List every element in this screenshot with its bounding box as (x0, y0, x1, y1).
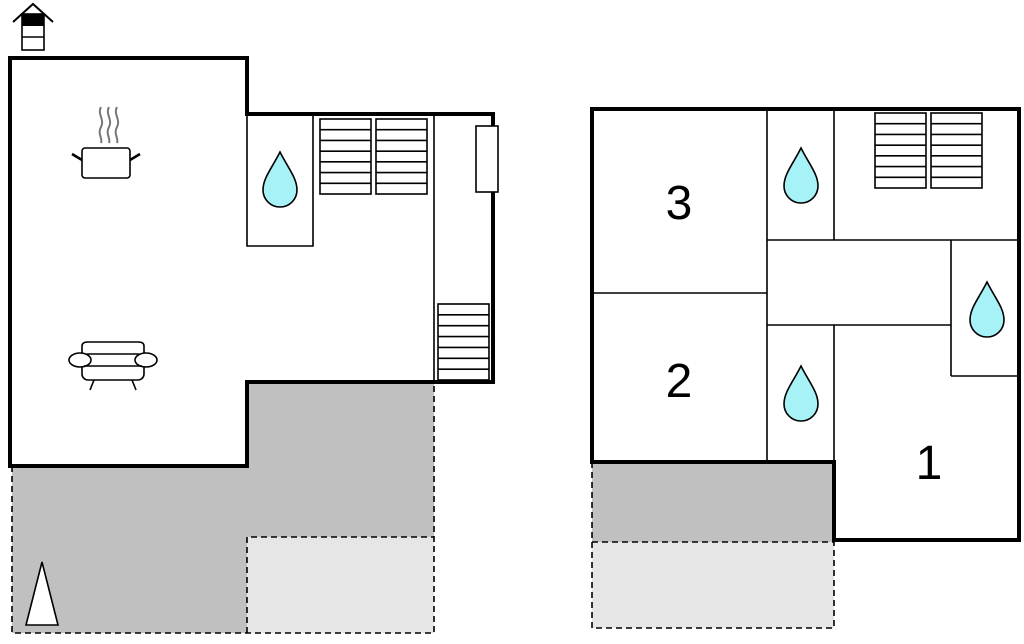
room-number: 3 (666, 177, 693, 230)
upper-floor-partitions (592, 109, 1019, 462)
stair-block (375, 118, 428, 195)
parking-area (592, 542, 834, 628)
stair-block (437, 303, 490, 381)
staircase-icon (319, 118, 428, 195)
terrace-area (592, 462, 834, 542)
parking-area (247, 537, 434, 633)
water-drop-icon (262, 150, 298, 208)
upper-floor: 3 2 1 (590, 107, 1021, 629)
water-drop-icon (783, 364, 819, 422)
sofa-icon (68, 341, 158, 391)
stair-block (930, 112, 983, 189)
north-arrow-icon (24, 561, 60, 626)
stair-block (319, 118, 372, 195)
staircase-icon (874, 112, 983, 189)
ground-bathroom-wall (246, 114, 314, 247)
terrace-dashed-outline (11, 382, 435, 634)
terrace-dashed-outline (591, 462, 835, 629)
water-drop-icon (969, 280, 1005, 338)
cooking-pot-icon (71, 106, 141, 179)
water-drop-icon (783, 146, 819, 204)
parking-dashed-outline (246, 536, 434, 633)
chimney-icon (12, 2, 54, 51)
staircase-icon (437, 303, 490, 381)
stair-block (874, 112, 927, 189)
radiator-icon (475, 125, 499, 193)
room-number: 2 (666, 355, 693, 408)
ground-floor (8, 2, 499, 634)
room-number: 1 (916, 437, 943, 490)
